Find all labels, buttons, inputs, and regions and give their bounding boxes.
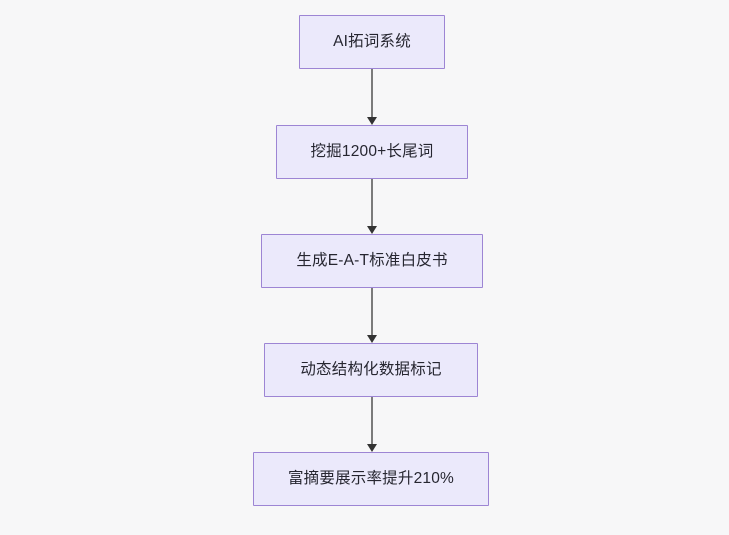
flow-node-label: 生成E-A-T标准白皮书 bbox=[296, 252, 448, 270]
connector-line bbox=[371, 397, 373, 444]
connector-node2-to-node3 bbox=[362, 179, 382, 234]
arrowhead-icon bbox=[367, 117, 377, 125]
flow-node-label: 挖掘1200+长尾词 bbox=[310, 143, 434, 161]
flow-node-ai-keyword-system[interactable]: AI拓词系统 bbox=[299, 15, 445, 69]
flow-node-label: 动态结构化数据标记 bbox=[300, 361, 442, 379]
connector-line bbox=[371, 69, 373, 117]
arrowhead-icon bbox=[367, 226, 377, 234]
arrowhead-icon bbox=[367, 444, 377, 452]
flow-node-dynamic-structured-data-markup[interactable]: 动态结构化数据标记 bbox=[264, 343, 478, 397]
connector-line bbox=[371, 288, 373, 335]
flow-node-generate-eat-whitepaper[interactable]: 生成E-A-T标准白皮书 bbox=[261, 234, 483, 288]
arrowhead-icon bbox=[367, 335, 377, 343]
connector-line bbox=[371, 179, 373, 226]
connector-node4-to-node5 bbox=[362, 397, 382, 452]
flow-node-label: 富摘要展示率提升210% bbox=[287, 470, 455, 488]
flow-node-mine-longtail-keywords[interactable]: 挖掘1200+长尾词 bbox=[276, 125, 468, 179]
connector-node1-to-node2 bbox=[362, 69, 382, 125]
flow-node-label: AI拓词系统 bbox=[333, 33, 411, 51]
connector-node3-to-node4 bbox=[362, 288, 382, 343]
flow-node-rich-snippet-impression-uplift[interactable]: 富摘要展示率提升210% bbox=[253, 452, 489, 506]
